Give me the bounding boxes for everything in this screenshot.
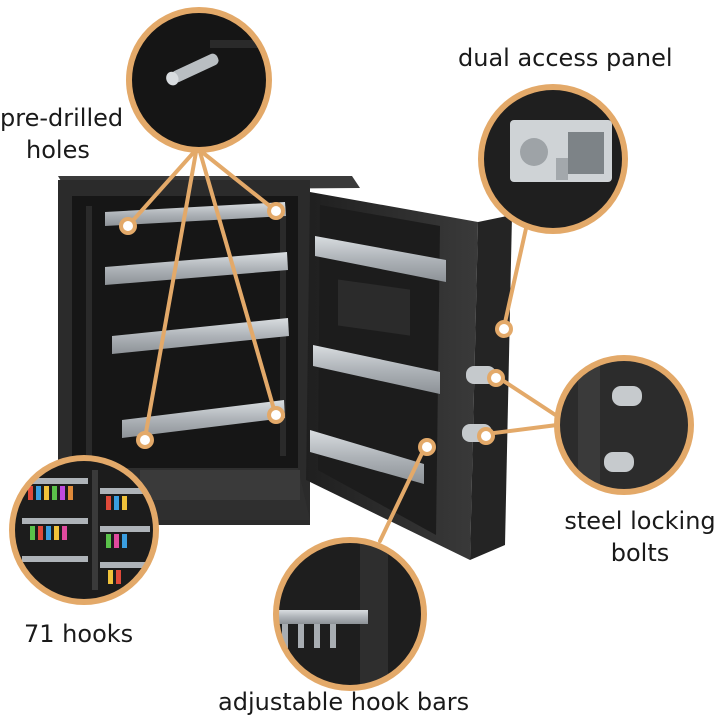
- label-steel-line1: steel locking: [564, 507, 716, 535]
- cabinet-hook-bars: [105, 202, 289, 438]
- label-71-hooks: 71 hooks: [24, 620, 134, 648]
- callout-circle-hooks: [9, 455, 159, 605]
- label-predrilled-holes: pre-drilled holes: [0, 102, 130, 166]
- door-hook-bars: [310, 236, 446, 484]
- label-predrilled-line1: pre-drilled: [0, 104, 124, 132]
- callout-circle-predrilled: [126, 7, 272, 153]
- callout-circle-steel-bolts: [554, 355, 694, 495]
- label-dual-access-panel: dual access panel: [458, 44, 673, 72]
- callout-circle-adjustable-bars: [273, 537, 427, 691]
- key-tags: [28, 486, 127, 584]
- label-steel-line2: bolts: [610, 539, 670, 567]
- callout-dots: [119, 202, 513, 456]
- callout-leader-lines: [126, 150, 559, 543]
- label-adjustable-hook-bars: adjustable hook bars: [218, 688, 470, 716]
- callout-circle-dual-access: [478, 84, 628, 234]
- label-predrilled-line2: holes: [26, 136, 90, 164]
- label-steel-locking-bolts: steel locking bolts: [562, 505, 718, 569]
